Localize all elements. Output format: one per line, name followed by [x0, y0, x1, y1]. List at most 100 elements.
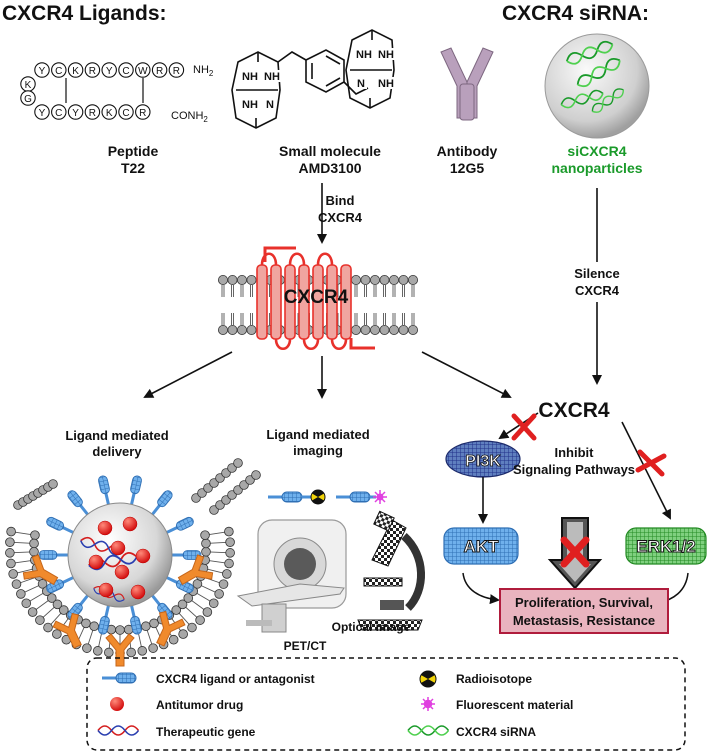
sirna-label-2: nanoparticles [551, 160, 642, 176]
block-x-erk [635, 449, 667, 477]
silence-label-1: Silence [574, 266, 620, 281]
silence-label-2: CXCR4 [575, 283, 620, 298]
receptor-label: CXCR4 [284, 287, 349, 308]
sirna-title: CXCR4 siRNA: [502, 2, 649, 25]
small-molecule-label-1: Small molecule [279, 143, 381, 159]
fluorescent-ligand-icon [334, 490, 387, 504]
svg-text:NH: NH [378, 78, 394, 90]
svg-text:NH: NH [242, 71, 258, 83]
peptide-residue-letter: W [138, 66, 148, 77]
legend-radioisotope-icon [419, 670, 437, 688]
peptide-residue-letter: K [25, 80, 32, 91]
peptide-residue-circle [101, 62, 117, 78]
svg-text:NH: NH [356, 49, 372, 61]
inhibit-label-2: Signaling Pathways [513, 462, 635, 477]
peptide-residue-letter: R [89, 66, 96, 77]
legend-sirna-icon [407, 725, 450, 736]
outcome-label-1: Proliferation, Survival, [515, 595, 653, 610]
peptide-residue-letter: C [122, 108, 129, 119]
peptide-label-1: Peptide [108, 143, 159, 159]
bind-label-1: Bind [326, 193, 355, 208]
outcome-box [499, 588, 669, 634]
delivery-title-2: delivery [92, 444, 142, 459]
antibody-label-2: 12G5 [450, 160, 484, 176]
microscope-icon [357, 510, 425, 631]
legend-item-ligand: CXCR4 ligand or antagonist [156, 672, 315, 686]
legend-fluorescent-icon [421, 697, 435, 711]
arrow-to-delivery [143, 351, 233, 398]
peptide-residue-letter: C [55, 108, 62, 119]
legend-gene-icon [97, 725, 140, 736]
peptide-residue-circle [135, 104, 151, 120]
erk-node [625, 527, 707, 565]
peptide-residue-letter: R [156, 66, 163, 77]
peptide-residue-circle [67, 62, 84, 78]
amd3100-atom-labels: NH NH NH N NH NH N NH [241, 48, 395, 111]
delivery-title-1: Ligand mediated [65, 428, 168, 443]
peptide-label-2: T22 [121, 160, 145, 176]
peptide-residue-circle [34, 104, 50, 120]
peptide-end-conh2: CONH2 [171, 110, 208, 124]
amd3100-structure [231, 29, 395, 129]
peptide-residue-letter: R [89, 108, 96, 119]
legend-box [86, 657, 686, 751]
peptide-residue-circle [118, 104, 134, 120]
peptide-end-nh2: NH2 [193, 64, 214, 78]
legend-item-sirna: CXCR4 siRNA [456, 725, 536, 739]
pet-ct-scanner-icon [236, 519, 347, 633]
peptide-residue-circle [20, 90, 36, 106]
cxcr4-surface-receptors [22, 554, 214, 667]
block-x-pi3k [511, 413, 537, 441]
peptide-residue-letter: G [24, 94, 32, 105]
outcome-label-2: Metastasis, Resistance [513, 613, 655, 628]
peptide-residue-letter: Y [106, 66, 113, 77]
imaging-title-2: imaging [293, 443, 343, 458]
legend-item-gene: Therapeutic gene [156, 725, 256, 739]
legend-item-drug: Antitumor drug [156, 698, 243, 712]
small-molecule-label-2: AMD3100 [298, 160, 361, 176]
nanoparticle-carrier [38, 475, 202, 635]
peptide-residue-circle [151, 62, 168, 78]
peptide-residue-letter: R [173, 66, 180, 77]
antibody-label-1: Antibody [437, 143, 498, 159]
peptide-residue-letter: Y [39, 108, 46, 119]
peptide-residue-circle [84, 62, 101, 78]
peptide-residue-letter: Y [39, 66, 46, 77]
bind-label-2: CXCR4 [318, 210, 363, 225]
arrow-to-signaling [421, 351, 512, 398]
peptide-residue-letter: K [72, 66, 79, 77]
peptide-residue-letter: Y [72, 108, 79, 119]
peptide-residue-circle [101, 104, 117, 120]
peptide-residue-letter: R [139, 108, 146, 119]
pi3k-label: PI3K [465, 453, 501, 470]
peptide-residue-circle [168, 62, 185, 78]
sirna-label-1: siCXCR4 [567, 143, 626, 159]
peptide-residue-letter: K [106, 108, 113, 119]
svg-text:NH: NH [242, 99, 258, 111]
antibody-icon [440, 47, 494, 121]
peptide-residue-circle [67, 104, 84, 120]
ligands-title: CXCR4 Ligands: [2, 2, 167, 25]
legend-drug-icon [110, 697, 124, 711]
pet-ct-label: PET/CT [284, 639, 327, 653]
cxcr4-gene-label: CXCR4 [538, 399, 610, 422]
svg-text:NH: NH [378, 49, 394, 61]
inhibit-label-1: Inhibit [555, 445, 595, 460]
svg-text:N: N [266, 99, 274, 111]
peptide-residue-circle [135, 62, 151, 78]
sirna-nanoparticle-icon [544, 33, 650, 139]
cxcr4-receptor-icon [256, 246, 375, 351]
erk-label: ERK1/2 [636, 537, 696, 556]
svg-text:NH: NH [264, 71, 280, 83]
legend-item-fluorescent: Fluorescent material [456, 698, 573, 712]
arrow-akt-outcome [462, 572, 500, 605]
peptide-residue-circle [51, 104, 67, 120]
legend-item-radioisotope: Radioisotope [456, 672, 532, 686]
arrow-to-erk [621, 421, 671, 520]
peptide-residue-circle [118, 62, 134, 78]
svg-text:N: N [357, 78, 365, 90]
akt-label: AKT [464, 537, 500, 556]
